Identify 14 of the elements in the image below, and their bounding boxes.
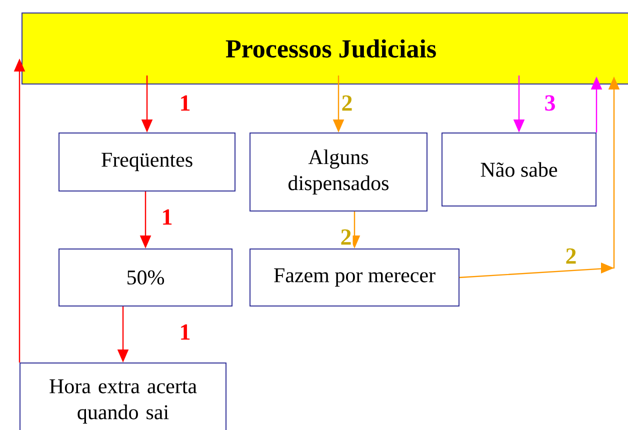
process-box: Fazem por merecer: [250, 248, 460, 306]
process-box: 50%: [58, 248, 232, 306]
edge-label: 2: [341, 229, 351, 245]
edge-label: 1: [181, 324, 190, 340]
title-box: Processos Judiciais: [22, 12, 628, 84]
edge-label: 3: [545, 95, 555, 111]
edge-label: 2: [342, 95, 352, 111]
process-box: Freqüentes: [58, 132, 236, 192]
process-box: Não sabe: [442, 132, 596, 206]
edge-label: 2: [566, 248, 576, 264]
process-box: Hora extra acerta quando sai: [20, 362, 226, 430]
edge-label: 1: [181, 95, 190, 111]
process-box: Alguns dispensados: [250, 132, 428, 212]
edge-label: 1: [163, 209, 172, 225]
